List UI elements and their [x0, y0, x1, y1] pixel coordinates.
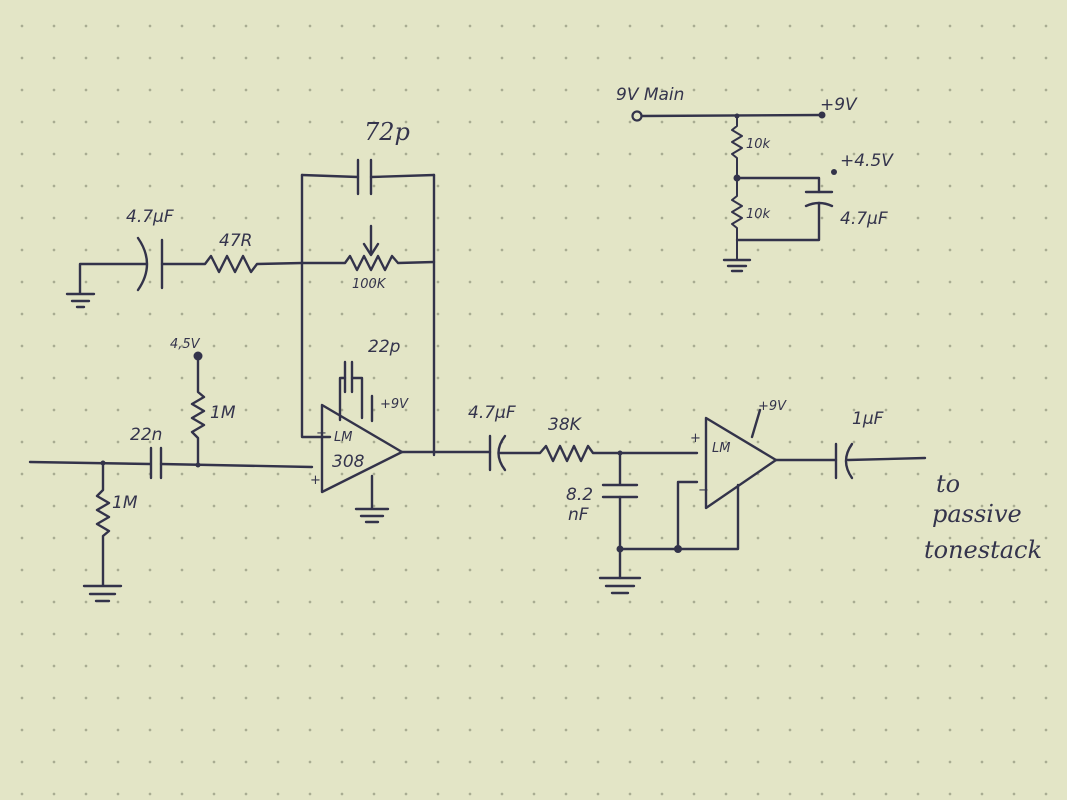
- resistor-47r: [160, 254, 304, 274]
- capacitor-22p: [343, 360, 354, 394]
- label-r-gain: 47R: [219, 231, 252, 251]
- feedback-left-rail: [300, 173, 332, 439]
- ps-resistor-10k-top: [731, 115, 743, 179]
- ground-icon-filter: [598, 576, 642, 595]
- ground-icon-opamp1: [354, 507, 390, 524]
- bias-resistor-1m: [190, 356, 206, 467]
- label-opamp2-supply: +9V: [758, 399, 787, 414]
- label-opamp1-supply: +9V: [380, 397, 409, 412]
- power-supply: [631, 110, 837, 273]
- label-opamp1-plus: +: [310, 473, 321, 488]
- label-c-filter-value: 8.2: [566, 485, 593, 505]
- gain-ground-wire: [78, 262, 148, 295]
- follower-return-wire: [618, 483, 740, 551]
- ps-9v-node-icon: [818, 111, 826, 119]
- ps-cap-top-wire: [735, 176, 821, 194]
- label-c-gain: 4.7µF: [126, 207, 174, 227]
- label-output-line3: tonestack: [924, 536, 1042, 564]
- output-wire: [846, 456, 927, 462]
- ps-input-node-icon: [631, 110, 643, 122]
- ps-resistor-10k-bottom: [731, 177, 743, 261]
- label-r-input: 1M: [112, 493, 138, 513]
- label-c-coupling: 4.7µF: [468, 403, 516, 423]
- label-c-comp: 22p: [368, 337, 401, 357]
- filter-section: [488, 434, 740, 595]
- ground-icon-ps: [722, 258, 752, 273]
- label-ps-r2: 10k: [746, 207, 771, 222]
- feedback-cap-wire: [300, 173, 436, 179]
- capacitor-output-1uf: [834, 442, 854, 480]
- comp-wire-left: [338, 376, 347, 422]
- opamp-lm308: [320, 360, 492, 524]
- label-pot: 100K: [352, 277, 387, 292]
- input-resistor-1m: [95, 461, 111, 587]
- label-opamp2: LM: [712, 441, 730, 456]
- ps-main-wire: [640, 113, 824, 118]
- label-ps-input: 9V Main: [616, 85, 684, 105]
- label-bias-voltage: 4,5V: [170, 337, 201, 352]
- pot-wiper-arrow-icon: [362, 224, 380, 257]
- label-opamp2-plus: +: [690, 431, 701, 446]
- ground-icon-input: [82, 584, 123, 603]
- opamp1-triangle: [320, 403, 404, 494]
- opamp2-supply-wire: [750, 408, 762, 439]
- label-ps-9v: +9V: [820, 95, 858, 115]
- bias-node-icon: [193, 351, 203, 361]
- label-output-line1: to: [936, 470, 960, 498]
- label-c-output: 1µF: [852, 409, 884, 429]
- label-opamp1-bottom: 308: [332, 452, 365, 472]
- capacitor-22n: [149, 446, 163, 480]
- input-wire: [28, 460, 152, 466]
- label-c-filter-unit: nF: [568, 505, 589, 525]
- ps-cap-bottom-wire: [735, 201, 821, 242]
- ps-45v-node-icon: [831, 169, 837, 175]
- labels: 72p 4.7µF 47R 100K 4,5V 1M 22p 22n 1M LM…: [112, 85, 1042, 564]
- potentiometer-100k: [300, 254, 436, 272]
- opamp2-triangle: [704, 416, 778, 510]
- label-r-filter: 38K: [548, 415, 583, 435]
- resistor-38k: [498, 444, 699, 463]
- label-opamp1-top: LM: [334, 430, 352, 445]
- opamp1-plus-wire: [159, 462, 314, 469]
- ground-icon-gain: [65, 292, 96, 309]
- label-opamp1-minus: −: [316, 426, 327, 441]
- comp-wire-right: [350, 376, 364, 420]
- label-r-bias: 1M: [210, 403, 236, 423]
- label-output-line2: passive: [932, 500, 1022, 528]
- gain-network: [65, 158, 436, 457]
- label-c-input: 22n: [130, 425, 162, 445]
- label-ps-r1: 10k: [746, 137, 771, 152]
- label-c-feedback: 72p: [364, 118, 410, 146]
- input-section: [28, 351, 314, 603]
- capacitor-72p: [356, 158, 373, 196]
- opamp-lm-follower: [704, 408, 927, 510]
- label-ps-cap: 4.7µF: [840, 209, 888, 229]
- label-opamp2-minus: −: [698, 483, 709, 498]
- label-ps-45v: +4.5V: [840, 151, 894, 171]
- capacitor-coupling-4-7uf: [488, 434, 507, 472]
- capacitor-8-2nf: [601, 483, 639, 499]
- follower-feedback-wire: [676, 480, 699, 551]
